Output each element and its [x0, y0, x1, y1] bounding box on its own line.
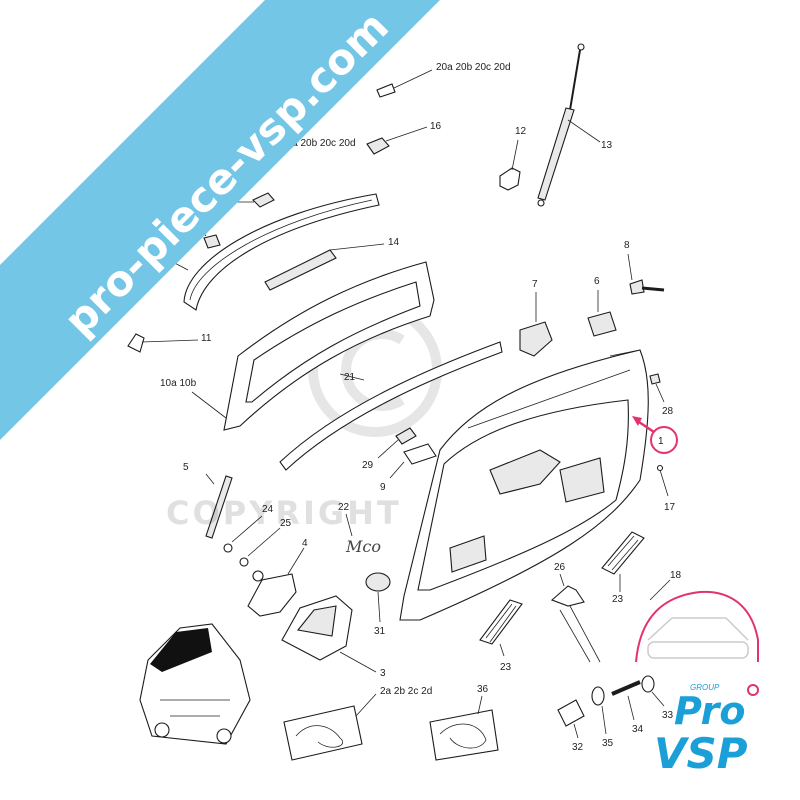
callout-20-top: 20a 20b 20c 20d: [436, 62, 511, 73]
callout-33: 33: [662, 710, 674, 721]
callout-7: 7: [532, 279, 538, 290]
part-6-latch: [587, 290, 617, 337]
callout-1: 1: [658, 436, 664, 447]
part-16-hinge: [366, 126, 428, 155]
callout-6: 6: [594, 276, 600, 287]
callout-10: 10a 10b: [160, 378, 197, 389]
callout-11: 11: [201, 333, 212, 344]
part-5-wiper-arm: [205, 473, 233, 539]
part-12-bracket: [499, 139, 521, 191]
callout-28: 28: [662, 406, 674, 417]
callout-31: 31: [374, 626, 386, 637]
callout-14: 14: [388, 237, 400, 248]
car-locator-sketch: [139, 623, 251, 745]
callout-20-mid: 20a 20b 20c 20d: [281, 138, 356, 149]
part-32-pin: [557, 699, 585, 739]
part-33-ring: [641, 675, 665, 707]
callout-18-lower: 18: [670, 570, 682, 581]
logo-pro-text: Pro: [674, 689, 746, 733]
part-24-nut: [223, 515, 263, 553]
callout-29: 29: [362, 460, 374, 471]
part-11-corner-clip: [127, 333, 199, 353]
callout-26: 26: [554, 562, 566, 573]
leader-18-lower: [649, 579, 671, 601]
part-17-screw: [656, 464, 669, 497]
callout-13: 13: [601, 140, 613, 151]
website-banner: pro-piece-vsp.com: [0, 0, 440, 440]
callout-8: 8: [624, 240, 630, 251]
callout-24: 24: [262, 504, 274, 515]
part-13-gas-strut: [537, 43, 601, 207]
part-25-washer: [239, 527, 281, 567]
callout-32: 32: [572, 742, 584, 753]
callout-34: 34: [632, 724, 644, 735]
part-3-handle-housing: [281, 595, 377, 673]
callout-21: 21: [344, 372, 356, 383]
callout-23-right: 23: [612, 594, 624, 605]
part-2-wiring-harness: [283, 693, 377, 761]
part-10-window-frame: [191, 261, 435, 431]
highlight-circle: [650, 426, 678, 454]
copyright-watermark-text: COPYRIGHT: [166, 494, 402, 532]
part-23-vent-bottom: [479, 599, 523, 657]
part-4-wiper-motor: [247, 547, 305, 617]
logo-hex-icon: [747, 684, 759, 696]
callout-16: 16: [430, 121, 442, 132]
pro-vsp-logo: GROUP Pro VSP: [635, 590, 759, 778]
callout-23-bottom: 23: [500, 662, 512, 673]
callout-3: 3: [380, 668, 386, 679]
callout-35: 35: [602, 738, 614, 749]
part-26-seal: [550, 573, 601, 663]
logo-vsp-text: VSP: [654, 729, 748, 778]
part-8-bolt: [627, 253, 665, 295]
part-22-badge: Mco: [345, 513, 381, 556]
callout-22: 22: [338, 502, 350, 513]
callout-36: 36: [477, 684, 489, 695]
callout-9: 9: [380, 482, 386, 493]
callout-12: 12: [515, 126, 527, 137]
part-9-plate: [389, 443, 437, 479]
part-29-clip: [377, 427, 417, 459]
callout-25: 25: [280, 518, 292, 529]
highlight-arrow-head: [632, 416, 642, 426]
part-spoiler-strip: [183, 193, 380, 311]
logo-group-text: GROUP: [690, 683, 720, 692]
part-34-bolt: [611, 680, 641, 721]
callout-5: 5: [183, 462, 189, 473]
part-23-vent-right: [601, 531, 645, 592]
part-28-nut: [649, 373, 665, 403]
callout-2: 2a 2b 2c 2d: [380, 686, 432, 697]
part-21-trim-strip: [279, 341, 503, 471]
part-1-tailgate-trim: [399, 349, 649, 621]
part-14-brake-light: [264, 243, 385, 291]
callout-17: 17: [664, 502, 676, 513]
part-31-emblem: [365, 572, 391, 623]
part-35-washer: [591, 686, 607, 735]
part-20-bracket-top: [376, 69, 433, 98]
part-36-wiring-harness: [429, 695, 499, 761]
part-7-lock-module: [519, 292, 553, 357]
callout-4: 4: [302, 538, 308, 549]
badge-text: Mco: [345, 537, 381, 556]
